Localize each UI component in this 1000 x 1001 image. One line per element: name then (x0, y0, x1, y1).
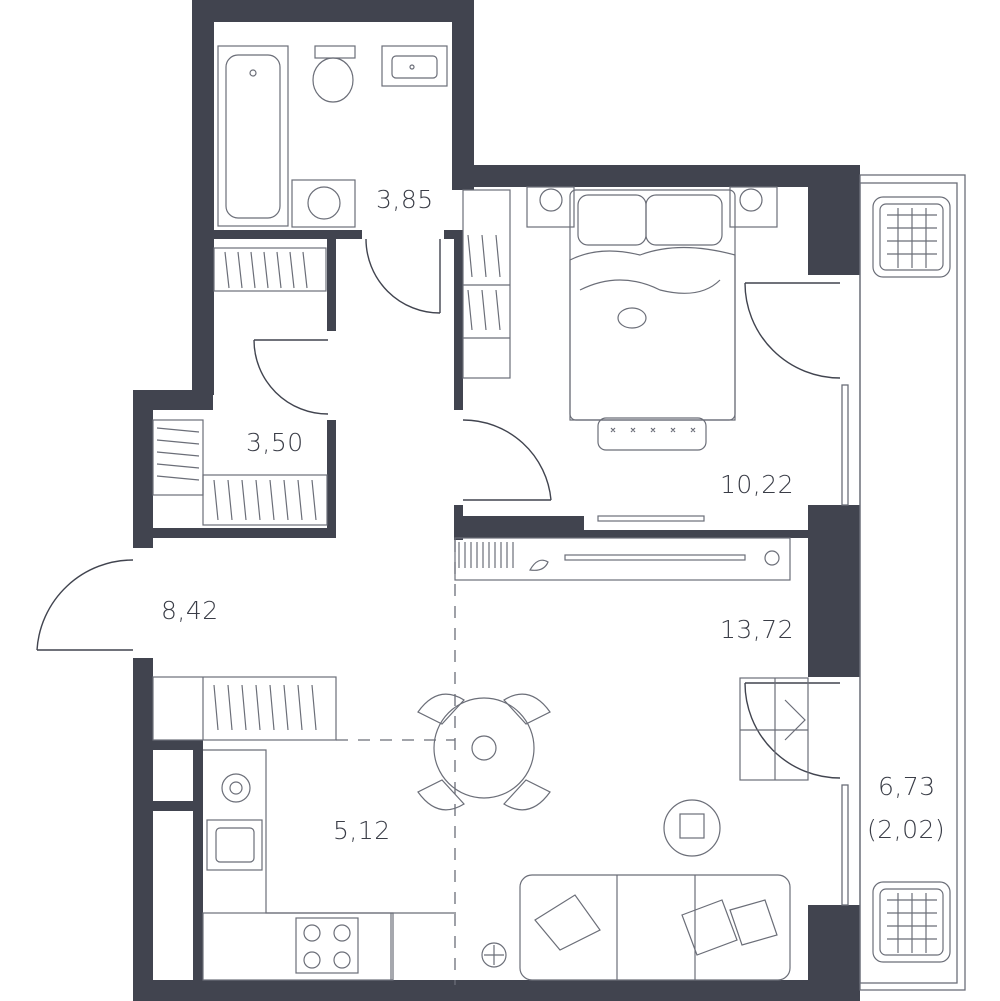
balcony-chair-bottom (872, 881, 951, 963)
tv-console (454, 537, 791, 581)
kitchen-counter (202, 749, 456, 981)
door-swings (36, 238, 841, 779)
balcony (841, 174, 966, 991)
nightstand-right (729, 186, 778, 228)
balcony-reduced-area-label: (2,02) (867, 815, 946, 844)
floor-plant (481, 942, 507, 968)
wardrobe-shelving (152, 247, 328, 526)
bedroom-area-label: 10,22 (720, 470, 795, 499)
bed (569, 189, 736, 421)
walls (133, 0, 860, 1001)
kitchen-sink (206, 819, 263, 871)
wardrobe-area-label: 3,50 (246, 428, 304, 457)
dining-table (433, 697, 535, 799)
nightstand-left (526, 186, 575, 228)
balcony-area-label: 6,73 (878, 772, 936, 801)
living-room-area-label: 13,72 (720, 615, 795, 644)
armchair-table (663, 799, 721, 857)
bedroom-tv (597, 515, 705, 522)
hallway-area-label: 8,42 (161, 596, 219, 625)
bedroom-rug (597, 417, 707, 451)
kitchen-area-label: 5,12 (333, 816, 391, 845)
dining-chairs (417, 693, 551, 811)
bathroom-area-label: 3,85 (376, 185, 434, 214)
bath-sink (381, 45, 448, 87)
bedroom-wardrobe (462, 189, 511, 379)
washing-machine (291, 179, 356, 228)
sofa (519, 874, 791, 981)
kitchen-hob (295, 917, 359, 974)
fridge (221, 773, 251, 803)
hall-wardrobe (152, 676, 337, 741)
balcony-door-panel (739, 677, 809, 781)
toilet (312, 45, 356, 103)
bathtub (217, 45, 289, 227)
balcony-chair-top (872, 196, 951, 278)
